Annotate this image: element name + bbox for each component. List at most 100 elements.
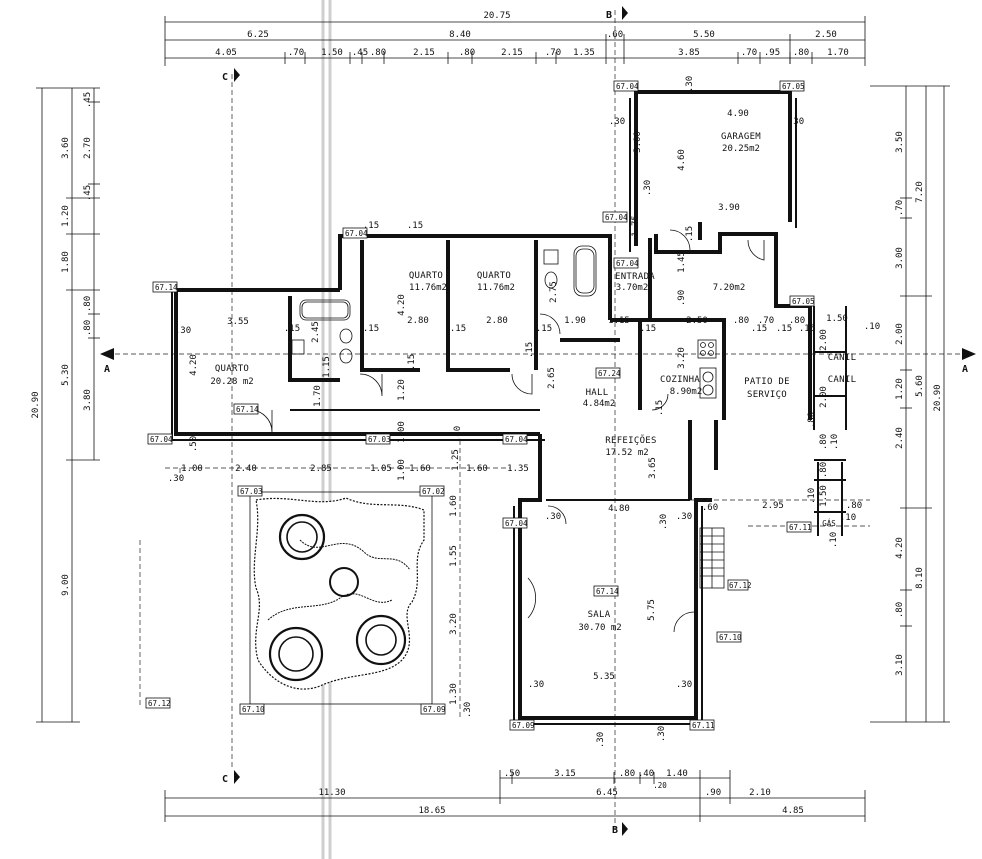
dim-label: 4.05 (215, 48, 237, 58)
dim-label: .30 (659, 514, 669, 530)
dim-label: 4.60 (677, 149, 687, 171)
dim-label: 1.70 (313, 385, 323, 407)
room-quarto-a-name: QUARTO (409, 271, 443, 281)
room-garagem-name: GARAGEM (721, 132, 761, 142)
dim-label: 1.00 (397, 459, 407, 481)
dim-label: .15 (363, 221, 379, 231)
dim-label: 1.70 (827, 48, 849, 58)
level-tag: 67.04 (616, 259, 639, 268)
dim-label: .30 (657, 726, 667, 742)
level-tag: 67.12 (729, 581, 752, 590)
room-gas-name: GÁS (822, 519, 836, 528)
dim-label: 2.10 (749, 788, 771, 798)
dim-label: .45 (83, 92, 93, 108)
level-tag: 67.09 (512, 721, 535, 730)
dim-label: .10 (864, 322, 880, 332)
section-a-right-label: A (962, 364, 968, 375)
dim-label: 5.30 (61, 364, 71, 386)
dim-label: 1.60 (466, 464, 488, 474)
dim-label: 2.00 (819, 329, 829, 351)
level-tag: 67.04 (345, 229, 368, 238)
dim-label: .30 (609, 117, 625, 127)
dim-label: 1.00 (397, 421, 407, 443)
dim-label: 1.20 (397, 379, 407, 401)
dim-label: .20 (653, 781, 667, 790)
dim-label: 11.30 (318, 788, 345, 798)
dim-overall-height-right: 20.90 (933, 384, 943, 411)
room-quarto-b-name: QUARTO (477, 271, 511, 281)
level-tag: 67.09 (423, 705, 446, 714)
dim-label: 5.35 (593, 672, 615, 682)
dim-label: 1.00 (181, 464, 203, 474)
dim-label: .80 (895, 602, 905, 618)
dim-label: 1.20 (61, 205, 71, 227)
level-tag: 67.12 (148, 699, 171, 708)
dim-label: 1.45 (677, 251, 687, 273)
dim-label: 8.40 (449, 30, 471, 40)
dim-label: 4.20 (189, 354, 199, 376)
dim-label: 9.00 (61, 574, 71, 596)
level-tag: 67.11 (692, 721, 715, 730)
level-tag: 67.03 (240, 487, 263, 496)
dim-label: .70 (758, 316, 774, 326)
level-tag: 67.04 (605, 213, 628, 222)
dim-label: .15 (536, 324, 552, 334)
level-tags (145, 80, 815, 731)
dim-label: .15 (284, 324, 300, 334)
dim-label: 2.40 (895, 427, 905, 449)
dim-label: 4.20 (895, 537, 905, 559)
stairs (699, 527, 725, 589)
dim-label: .40 (638, 769, 654, 779)
dim-label: 4.90 (727, 109, 749, 119)
level-tag: 67.03 (368, 435, 391, 444)
dim-label: .80 (789, 316, 805, 326)
dim-label: 2.65 (547, 367, 557, 389)
dim-label: .80 (83, 296, 93, 312)
dim-label: .15 (799, 324, 815, 334)
dim-label: 2.45 (311, 321, 321, 343)
dim-label: .70 (741, 48, 757, 58)
dim-label: .15 (685, 226, 695, 242)
level-tag: 67.05 (792, 297, 815, 306)
dim-label: 1.25 (451, 449, 461, 471)
level-tag: 67.02 (422, 487, 445, 496)
dim-label: 6.25 (247, 30, 269, 40)
dim-label: 1.90 (564, 316, 586, 326)
room-hall-area: 4.84m2 (583, 399, 616, 409)
level-tag: 67.11 (789, 523, 812, 532)
room-sala-area: 30.70 m2 (578, 623, 621, 633)
dim-label: 1.40 (666, 769, 688, 779)
dim-label: 5.60 (915, 375, 925, 397)
guidelines (139, 440, 870, 718)
dim-label: .80 (819, 434, 829, 450)
dim-label: .30 (175, 326, 191, 336)
dim-label: 6.45 (596, 788, 618, 798)
dim-overall-width: 20.75 (483, 11, 510, 21)
dim-label: .30 (676, 512, 692, 522)
dim-label: 5.75 (647, 599, 657, 621)
top-dimension-chains (164, 16, 866, 66)
dim-label: .80 (846, 501, 862, 511)
room-entrada-area: 3.70m2 (616, 283, 649, 293)
dim-label: 1.15 (322, 356, 332, 378)
dim-label: 3.50 (895, 131, 905, 153)
dim-label: 4.80 (608, 504, 630, 514)
room-cozinha-name: COZINHA (660, 375, 700, 385)
dim-label: .15 (450, 324, 466, 334)
section-c-top-label: C (222, 72, 228, 83)
dim-label: 1.35 (573, 48, 595, 58)
room-area-label: 7.20m2 (713, 283, 746, 293)
dim-label: .80 (733, 316, 749, 326)
level-tag: 67.04 (505, 435, 528, 444)
level-tag: 67.14 (596, 587, 619, 596)
bathroom-fixtures (291, 245, 597, 364)
room-quarto-a-area: 11.76m2 (409, 283, 447, 293)
kitchen-fixtures (697, 339, 717, 399)
dim-label: .30 (676, 680, 692, 690)
dim-label: 5.50 (693, 30, 715, 40)
dim-label: .10 (830, 434, 840, 450)
room-entrada-name: ENTRADA (615, 272, 655, 282)
room-patio-name: PATIO DE (744, 377, 790, 387)
dim-label: .45 (352, 48, 368, 58)
